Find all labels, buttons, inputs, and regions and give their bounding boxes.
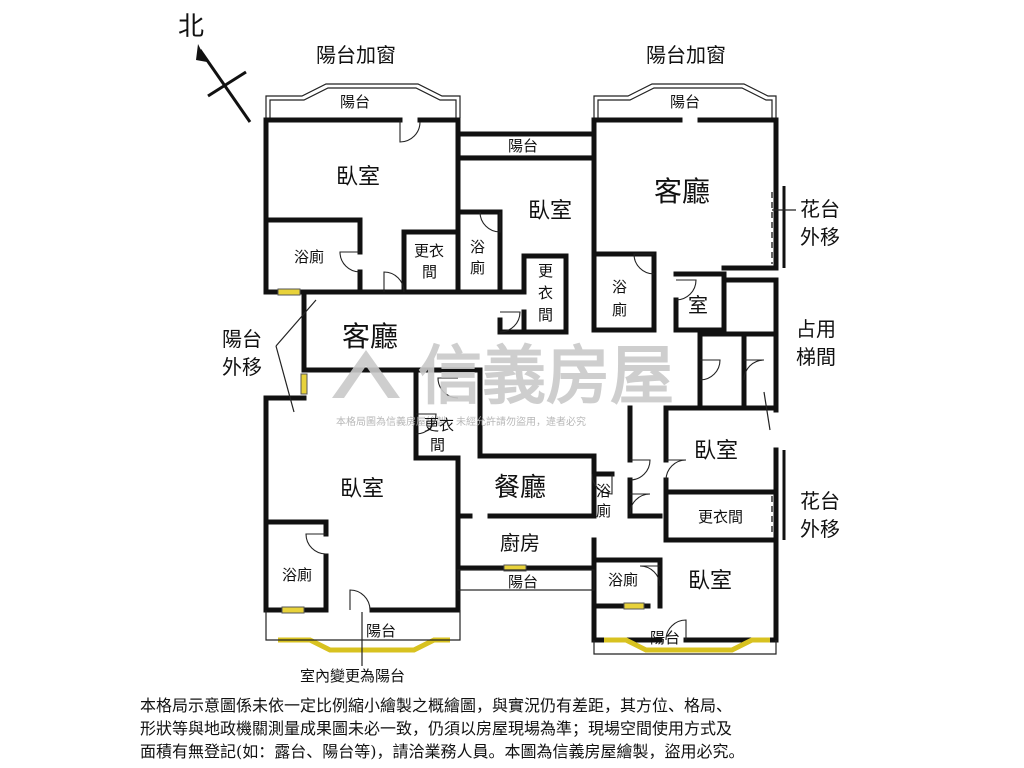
label-bedroom-3: 臥室: [340, 477, 384, 502]
door-arc-icon: [499, 311, 521, 333]
label-flower-bed-2a: 花台: [800, 489, 840, 513]
label-bath-6: 浴廁: [608, 571, 638, 589]
label-small-room: 室: [688, 293, 708, 317]
label-closet-2a: 更: [538, 262, 553, 280]
label-bath-3a: 浴: [612, 278, 627, 296]
label-stair-b: 梯間: [796, 345, 836, 369]
flower-bed-edges: [771, 186, 786, 540]
disclaimer-line-1: 本格局示意圖係未依一定比例縮小繪製之概繪圖，與實況仍有差距，其方位、格局、: [140, 696, 733, 715]
label-closet-1a: 更衣: [414, 242, 444, 260]
watermark-note: 本格局圖為信義房屋繪製，未經允許請勿盜用，違者必究: [336, 415, 586, 428]
door-arc-icon: [383, 271, 405, 293]
label-bath-1: 浴廁: [294, 248, 324, 266]
label-living-2: 客廳: [342, 320, 398, 353]
label-closet-4: 更衣間: [698, 508, 743, 526]
disclaimer-line-2: 形狀等與地政機關測量成果圖未必一致，仍須以房屋現場為準；現場空間使用方式及: [140, 719, 733, 738]
label-balcony-middle-bottom: 陽台: [508, 573, 538, 591]
label-balcony-window-left: 陽台加窗: [316, 43, 396, 67]
label-closet-2b: 衣: [538, 284, 553, 302]
label-closet-1b: 間: [422, 263, 437, 281]
label-closet-3b: 間: [430, 436, 445, 454]
label-closet-2c: 間: [538, 306, 553, 324]
label-balcony-top-left: 陽台: [340, 93, 370, 111]
door-arc-icon: [699, 359, 721, 381]
label-flower-bed-1b: 外移: [800, 225, 840, 249]
label-kitchen: 廚房: [500, 531, 540, 555]
balcony-bay-top-left: [265, 83, 461, 118]
door-arc-icon: [665, 619, 687, 641]
label-balcony-bottom-right: 陽台: [650, 629, 680, 647]
door-arc-icon: [675, 279, 697, 301]
label-bedroom-5: 臥室: [688, 569, 732, 594]
label-bath-2a: 浴: [470, 238, 485, 256]
label-bath-4: 浴廁: [282, 566, 312, 584]
north-label: 北: [178, 12, 204, 42]
north-arrow-icon: [196, 44, 207, 62]
door-arc-icon: [305, 533, 327, 555]
door-arc-icon: [399, 120, 421, 143]
door-arc-icon: [639, 565, 661, 587]
label-bath-5a: 浴: [596, 482, 611, 500]
leader-lines: [275, 209, 796, 666]
label-bedroom-1: 臥室: [336, 165, 380, 190]
label-flower-bed-1a: 花台: [800, 197, 840, 221]
label-bedroom-2: 臥室: [528, 199, 572, 224]
door-arc-icon: [349, 589, 371, 611]
label-living-main: 客廳: [654, 175, 710, 208]
label-bath-5b: 廁: [596, 502, 611, 520]
label-closet-3a: 更衣: [424, 416, 454, 434]
label-balcony-bottom-left: 陽台: [366, 622, 396, 640]
label-indoor-to-balcony: 室內變更為陽台: [300, 667, 405, 685]
door-arc-icon: [437, 377, 459, 399]
door-arc-icon: [633, 253, 655, 275]
compass-crossbar: [207, 70, 247, 98]
disclaimer-line-3: 面積有無登記(如：露台、陽台等)，請洽業務人員。本圖為信義房屋繪製，盜用必究。: [140, 742, 745, 761]
label-balcony-moved-a: 陽台: [222, 327, 262, 351]
floor-plan: 北: [178, 12, 840, 685]
balconies-bottom: [265, 569, 777, 655]
door-arc-icon: [415, 413, 437, 435]
door-arc-icon: [339, 251, 361, 273]
door-arc-icon: [591, 473, 613, 495]
balcony-bay-top-right: [593, 83, 777, 118]
door-arc-icon: [479, 211, 501, 233]
label-balcony-window-right: 陽台加窗: [646, 43, 726, 67]
watermark-brand: 信義房屋: [418, 340, 674, 414]
label-flower-bed-2b: 外移: [800, 517, 840, 541]
door-arc-icon: [629, 459, 651, 481]
door-arc-icon: [665, 459, 687, 481]
watermark: 信義房屋 本格局圖為信義房屋繪製，未經允許請勿盜用，違者必究: [332, 340, 674, 428]
label-balcony-top-middle: 陽台: [508, 137, 538, 155]
label-dining: 餐廳: [494, 473, 546, 503]
label-bedroom-4: 臥室: [694, 439, 738, 464]
compass: 北: [178, 12, 252, 123]
door-arc-icon: [743, 359, 765, 381]
label-balcony-moved-b: 外移: [222, 355, 262, 379]
disclaimer-text: 本格局示意圖係未依一定比例縮小繪製之概繪圖，與實況仍有差距，其方位、格局、 形狀…: [140, 694, 900, 763]
door-arc-icon: [629, 493, 651, 515]
doors: [305, 120, 765, 641]
brand-logo-icon: [332, 350, 400, 398]
label-bath-2b: 廁: [470, 259, 485, 277]
label-balcony-top-right: 陽台: [670, 93, 700, 111]
label-stair-a: 占用: [796, 317, 836, 341]
label-bath-3b: 廁: [612, 301, 627, 319]
room-labels: 陽台加窗 陽台加窗 陽台 陽台 陽台 臥室 臥室 客廳 客廳 臥室 臥室 臥室 …: [222, 43, 840, 685]
